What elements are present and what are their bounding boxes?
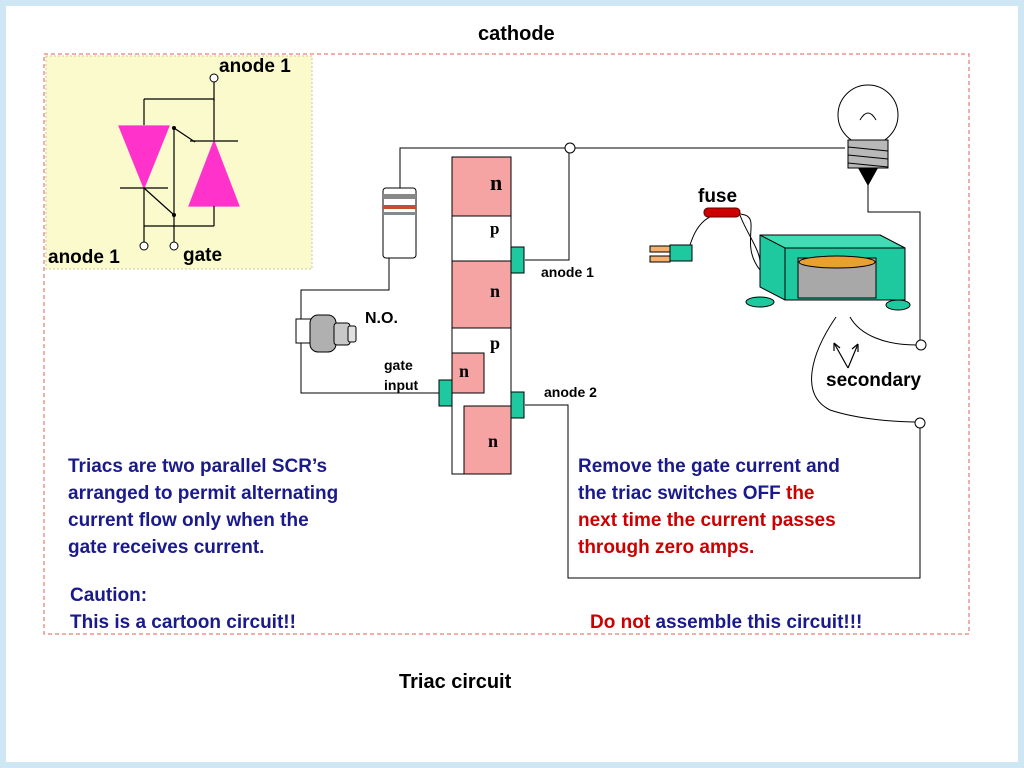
right-description: Remove the gate current and the triac sw… (578, 453, 840, 561)
secondary-label: secondary (826, 370, 922, 391)
left-description-line4: gate receives current. (68, 537, 265, 558)
warning-part1: Do not (590, 612, 656, 633)
left-description-line1: Triacs are two parallel SCR’s (68, 456, 328, 477)
caption: Triac circuit (399, 671, 512, 693)
gate-resistor-cartridge (382, 187, 417, 259)
fuse (703, 207, 741, 218)
gate-tab (438, 379, 453, 407)
secondary-terminal-bottom (914, 417, 926, 429)
left-description: Triacs are two parallel SCR’s arranged t… (68, 453, 338, 561)
layer-n3-label: n (488, 431, 499, 451)
right-description-line3: next time the current passes (578, 510, 836, 531)
layer-n1-label: n (490, 170, 503, 195)
left-description-line3: current flow only when the (68, 510, 309, 531)
layer-n2 (451, 260, 512, 329)
caution-line2: This is a cartoon circuit!! (70, 612, 296, 633)
plug (649, 244, 693, 263)
symbol-anode1-top-terminal (209, 73, 219, 83)
no-switch-label: N.O. (365, 310, 398, 327)
secondary-arrows (833, 342, 859, 369)
right-description-line2a: the triac switches OFF (578, 483, 786, 504)
layer-p1-label: p (490, 219, 500, 238)
triac-symbol (118, 82, 240, 242)
right-description-line1: Remove the gate current and (578, 456, 840, 477)
no-switch (295, 314, 357, 353)
layer-n-gate-label: n (459, 361, 470, 381)
anode2-label: anode 2 (544, 384, 597, 400)
cathode-junction (564, 142, 576, 154)
right-description-line2b: the (786, 483, 815, 504)
cathode-title: cathode (478, 23, 555, 45)
right-description-line2: the triac switches OFF the (578, 480, 840, 507)
warning-part2: assemble this circuit!!! (655, 612, 863, 633)
triac-symbol-box (45, 55, 313, 270)
anode2-tab (510, 391, 525, 419)
right-description-line4: through zero amps. (578, 537, 755, 558)
gate-input-label-line2: input (384, 377, 419, 393)
caution-note: Caution: This is a cartoon circuit!! (70, 582, 296, 636)
left-description-line2: arranged to permit alternating (68, 483, 339, 504)
symbol-anode1-top-label: anode 1 (219, 56, 291, 77)
symbol-gate-label: gate (183, 245, 223, 266)
transformer (745, 234, 911, 311)
anode1-label: anode 1 (541, 264, 594, 280)
lamp (837, 84, 899, 186)
warning-note: Do not assemble this circuit!!! (590, 609, 862, 636)
anode1-tab (510, 246, 525, 274)
symbol-anode1-bottom-terminal (139, 241, 149, 251)
secondary-terminal-top (915, 339, 927, 351)
fuse-label: fuse (698, 186, 738, 207)
symbol-anode1-bottom-label: anode 1 (48, 247, 120, 268)
dashed-border (43, 53, 970, 635)
layer-n3 (463, 405, 512, 475)
layer-p1 (451, 215, 512, 262)
symbol-gate-terminal (169, 241, 179, 251)
layer-n-gate (451, 352, 485, 394)
layer-n1 (451, 156, 512, 217)
caution-line1: Caution: (70, 585, 148, 606)
layer-p2-label: p (490, 333, 501, 353)
gate-input-label-line1: gate (384, 357, 413, 373)
layer-n2-label: n (490, 281, 501, 301)
